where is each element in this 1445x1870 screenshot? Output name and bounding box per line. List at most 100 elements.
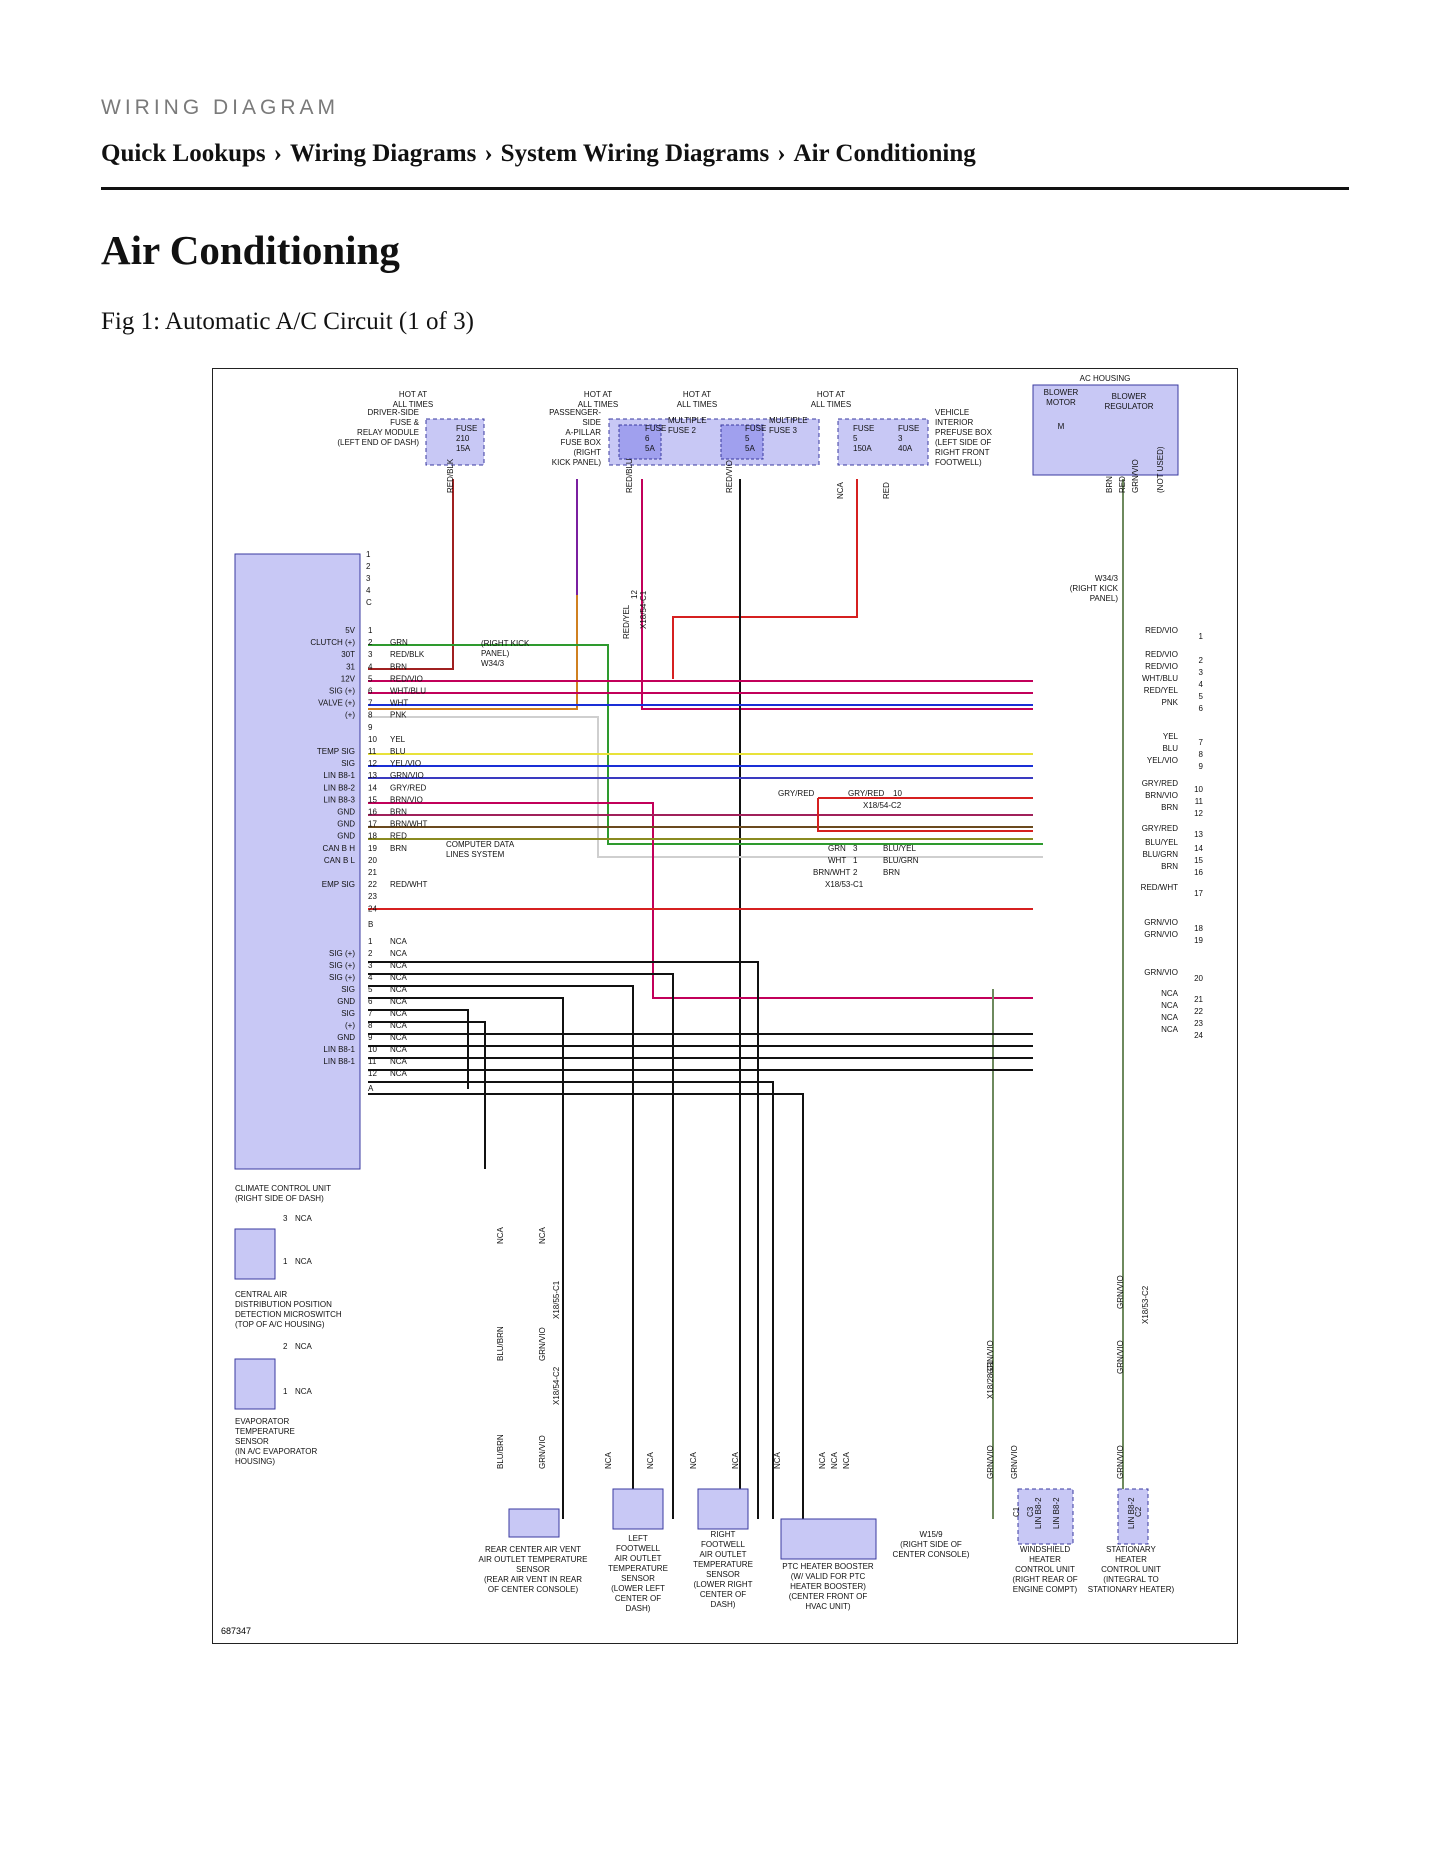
right-ref-wire-label: YEL/VIO [1147,756,1178,765]
ccu-pin-function: CLUTCH (+) [310,638,355,647]
breadcrumb-item-wiring-diagrams[interactable]: Wiring Diagrams [290,140,477,167]
driver-fuse-box-label: FUSE & [390,418,420,427]
ccu-pin-function: SIG (+) [329,687,355,696]
fuse-5-150a-label: 150A [853,444,872,453]
kick-panel-ground-label: W34/3 [481,659,505,668]
computer-data-label: LINES SYSTEM [446,850,505,859]
wire-label: BRN [390,662,407,671]
breadcrumb-item-quick-lookups[interactable]: Quick Lookups [101,140,266,167]
ccu-pin: 1 [366,550,371,559]
wire-label: BLU [390,747,406,756]
wire-label: NCA [390,1021,408,1030]
right-ref-number: 20 [1194,974,1203,983]
wire-label: RED/BLK [446,458,455,493]
right-ref-number: 14 [1194,844,1203,853]
ccu-pin-function: SIG (+) [329,973,355,982]
right-ref-number: 2 [1199,656,1204,665]
connector-tag: B [368,920,373,929]
fuse-3-40a-label: FUSE [898,424,919,433]
breadcrumb-item-system-wiring-diagrams[interactable]: System Wiring Diagrams [500,140,770,167]
stationary-label: STATIONARY HEATER) [1088,1585,1175,1594]
ccu-pin-function: GND [337,832,355,841]
right-ref-number: 3 [1199,668,1204,677]
fuse-6-label: 5A [645,444,655,453]
right-ref-wire-label: BRN [1161,803,1178,812]
evaporator-sensor [234,1358,276,1410]
blower-regulator-label: REGULATOR [1104,402,1153,411]
ccu-pin: 8 [368,1021,373,1030]
right-ref-wire-label: GRY/RED [1142,779,1179,788]
ccu-pin-function: CAN B L [324,856,356,865]
connector-label: C2 [1134,1506,1143,1517]
wire-label: NCA [390,961,408,970]
ccu-pin: 4 [368,662,373,671]
ccu-pin: 11 [368,747,377,756]
right-ref-wire-label: WHT/BLU [1142,674,1178,683]
right-ref-number: 7 [1199,738,1204,747]
right-footwell-label: TEMPERATURE [693,1560,753,1569]
right-ref-wire-label: GRN/VIO [1144,918,1178,927]
right-ref-wire-label: RED/VIO [1145,626,1178,635]
right-ref-number: 23 [1194,1019,1203,1028]
rear-center-label: AIR OUTLET TEMPERATURE [479,1555,588,1564]
kick-panel-ground-label: PANEL) [481,649,510,658]
ccu-pin: 2 [366,562,371,571]
wire-label: NCA [390,1069,408,1078]
blower-regulator-label: BLOWER [1112,392,1147,401]
wire-label: BRN [1105,476,1114,493]
wire-label: BLU/YEL [883,844,916,853]
vehicle-prefuse-label: FOOTWELL) [935,458,982,467]
ccu-pin-function: 31 [346,662,355,671]
wire-label: NCA [830,1451,839,1469]
wire-label: NCA [390,985,408,994]
lin-label: LIN B8-2 [1052,1497,1061,1529]
wire-label: NCA [390,937,408,946]
multiple-fuse-2-label: MULTIPLE [668,416,707,425]
wire-label: NCA [604,1451,613,1469]
right-ref-number: 19 [1194,936,1203,945]
breadcrumb-item-air-conditioning[interactable]: Air Conditioning [793,140,976,167]
ccu-pin-function: CAN B H [323,844,356,853]
right-ref-number: 15 [1194,856,1203,865]
ptc-heater-label: PTC HEATER BOOSTER [782,1562,874,1571]
ground-w15-label: CENTER CONSOLE) [893,1550,970,1559]
wire-label: GRY/RED [848,789,885,798]
vehicle-prefuse-box [837,418,929,466]
wire-label: RED [390,832,407,841]
ccu-pin: 3 [366,574,371,583]
evaporator-label: HOUSING) [235,1457,275,1466]
right-ref-wire-label: RED/YEL [1144,686,1179,695]
fuse-5-150a-label: FUSE [853,424,874,433]
ccu-pin: 9 [368,1033,373,1042]
connector-tag: A [368,1084,374,1093]
blower-motor-label: MOTOR [1046,398,1076,407]
connector-pin: 10 [893,789,902,798]
ccu-pin: 3 [368,961,373,970]
ccu-pin: 20 [368,856,377,865]
right-ref-number: 13 [1194,830,1203,839]
ground-w34-label: PANEL) [1090,594,1119,603]
wire-label: NCA [836,481,845,499]
ccu-pin-function: VALVE (+) [318,699,355,708]
right-footwell-label: FOOTWELL [701,1540,746,1549]
ccu-pin: 2 [368,638,373,647]
ccu-pin: 1 [368,626,373,635]
hot-at-all-times-label: ALL TIMES [677,400,717,409]
connector-pin: 2 [853,868,858,877]
right-ref-number: 17 [1194,889,1203,898]
right-ref-number: 10 [1194,785,1203,794]
central-air-label: DETECTION MICROSWITCH [235,1310,342,1319]
breadcrumb: Quick Lookups›Wiring Diagrams›System Wir… [101,140,976,168]
vehicle-prefuse-label: PREFUSE BOX [935,428,993,437]
evaporator-label: EVAPORATOR [235,1417,289,1426]
right-ref-wire-label: BLU [1162,744,1178,753]
ccu-pin: 24 [368,904,377,913]
ground-w34-label: (RIGHT KICK [1070,584,1119,593]
passenger-fuse-box-label: SIDE [582,418,601,427]
ccu-pin: 18 [368,832,377,841]
breadcrumb-separator: › [273,140,282,167]
stationary-label: STATIONARY [1106,1545,1156,1554]
ccu-pin: 4 [368,973,373,982]
passenger-fuse-box-label: FUSE BOX [561,438,602,447]
fuse-3-40a-label: 40A [898,444,913,453]
